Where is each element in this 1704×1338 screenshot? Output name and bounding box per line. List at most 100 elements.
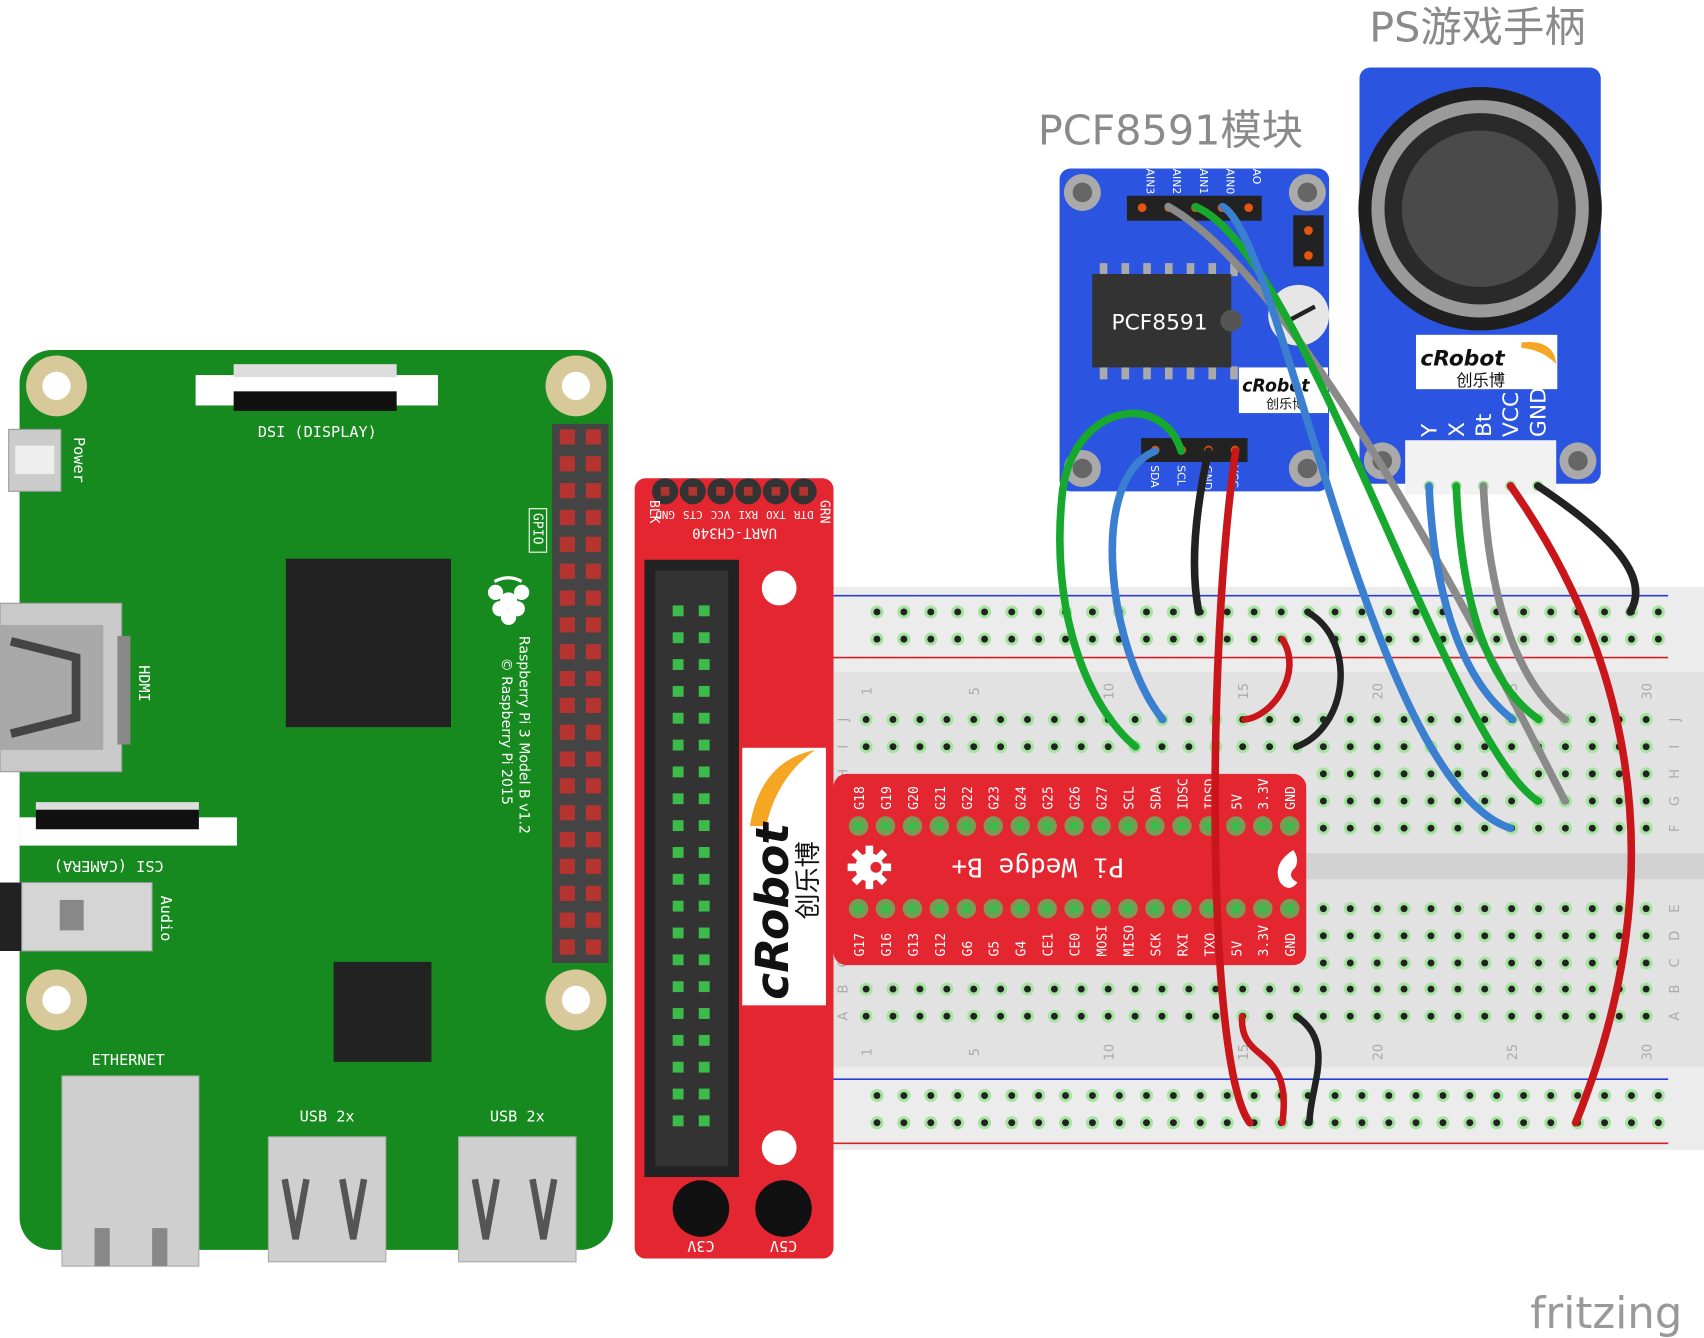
power-rail-hole-center bbox=[1574, 635, 1582, 643]
cobbler-pin bbox=[698, 1061, 710, 1073]
power-rail-hole-center bbox=[900, 608, 908, 616]
breadboard-hole-center bbox=[1588, 959, 1596, 967]
wire-ain1-green bbox=[1191, 202, 1542, 805]
row-letter: H bbox=[1668, 769, 1683, 779]
breadboard-hole-center bbox=[997, 1012, 1005, 1020]
wedge-bottom-pin-label: SCK bbox=[1149, 933, 1164, 957]
row-letter: J bbox=[1668, 718, 1683, 723]
joystick-logo: cRobot 创乐博 bbox=[1416, 334, 1558, 390]
breadboard-hole-center bbox=[1212, 1012, 1220, 1020]
wedge-pin-pad bbox=[961, 821, 971, 831]
power-rail-hole-center bbox=[1250, 635, 1258, 643]
power-rail-hole-center bbox=[1331, 608, 1339, 616]
wedge-bottom-pin-label: G12 bbox=[934, 933, 949, 957]
breadboard-hole-center bbox=[1508, 1012, 1516, 1020]
breadboard-hole-center bbox=[1024, 1012, 1031, 1020]
wedge-bottom-pin-label: CE0 bbox=[1069, 933, 1084, 957]
breadboard-hole-center bbox=[1535, 959, 1543, 967]
breadboard-hole-center bbox=[1481, 716, 1489, 724]
breadboard-hole-center bbox=[1373, 743, 1381, 751]
wedge-pin-pad bbox=[1177, 904, 1187, 913]
joystick-knob bbox=[1358, 87, 1602, 331]
wedge-top-pin-label: G20 bbox=[907, 786, 922, 810]
breadboard-hole-center bbox=[1642, 770, 1650, 778]
wedge-bottom-pin-label: GND bbox=[1284, 933, 1299, 957]
pcf-bottom-pin-label: SCL bbox=[1174, 465, 1187, 486]
breadboard-hole-center bbox=[1373, 905, 1381, 913]
power-rail-hole-center bbox=[1169, 608, 1177, 616]
wire-scl-green bbox=[1056, 409, 1186, 751]
joystick-logo-text: cRobot bbox=[1420, 346, 1506, 371]
breadboard-hole-center bbox=[1346, 824, 1354, 832]
power-rail-hole-center bbox=[954, 1092, 962, 1100]
power-rail-hole-center bbox=[1143, 1092, 1150, 1100]
wedge-pin-pad bbox=[988, 904, 998, 913]
cobbler-pin bbox=[672, 927, 684, 939]
cobbler-pin bbox=[672, 847, 684, 858]
breadboard-hole-center bbox=[1373, 797, 1381, 805]
raspberry-logo-icon bbox=[487, 576, 530, 625]
wedge-pin-pad bbox=[1096, 904, 1106, 913]
gpio-pin bbox=[585, 858, 601, 875]
breadboard-hole-center bbox=[1642, 905, 1650, 913]
cobbler-pin bbox=[698, 659, 710, 670]
gpio-pin bbox=[585, 509, 601, 526]
breadboard-hole-center bbox=[1454, 959, 1462, 967]
gpio-pin bbox=[559, 858, 575, 875]
breadboard-hole-center bbox=[1292, 985, 1300, 993]
power-rail-hole-center bbox=[873, 1092, 881, 1100]
breadboard-hole-center bbox=[1427, 824, 1435, 832]
power-rail-hole-center bbox=[1035, 1092, 1043, 1100]
gpio-pin bbox=[559, 670, 575, 687]
breadboard-hole-center bbox=[1319, 770, 1327, 778]
power-rail-hole-center bbox=[927, 635, 935, 643]
joystick-pin-label: Y bbox=[1418, 423, 1443, 438]
power-rail-hole-center bbox=[1143, 1119, 1150, 1127]
breadboard-hole-center bbox=[916, 985, 924, 993]
breadboard-hole-center bbox=[1454, 905, 1462, 913]
cobbler-pin bbox=[672, 954, 684, 966]
power-rail-hole-center bbox=[1035, 608, 1043, 616]
breadboard-hole-center bbox=[1185, 1012, 1193, 1020]
chip-leg bbox=[1121, 366, 1130, 380]
cobbler-pin bbox=[698, 900, 710, 912]
breadboard-hole-center bbox=[1508, 985, 1516, 993]
gpio-label-box: GPIO bbox=[528, 508, 548, 553]
gpio-pin bbox=[559, 697, 575, 714]
gpio-pin bbox=[585, 670, 601, 687]
breadboard-hole-center bbox=[1535, 932, 1543, 940]
wedge-bottom-pin-label: G13 bbox=[907, 933, 922, 957]
row-letter: A bbox=[1668, 1012, 1683, 1021]
cobbler-pin bbox=[698, 1008, 710, 1019]
wedge-pin-pad bbox=[1177, 821, 1187, 831]
csi-connector bbox=[19, 802, 237, 846]
wedge-bottom-pin-label: CE1 bbox=[1042, 933, 1057, 957]
uart-title: UART-CH340 bbox=[692, 524, 777, 540]
wire-joy-y-blue bbox=[1425, 482, 1517, 724]
column-number: 30 bbox=[1641, 1044, 1656, 1061]
gpio-pin bbox=[585, 536, 601, 552]
column-number: 20 bbox=[1372, 683, 1387, 700]
breadboard-hole-center bbox=[1346, 716, 1354, 724]
wedge-bottom-pin-label: G5 bbox=[988, 941, 1003, 957]
cobbler-pin bbox=[672, 1008, 684, 1019]
gpio-pin bbox=[585, 483, 601, 499]
uart-pin-pad bbox=[771, 486, 781, 496]
gpio-pin bbox=[585, 885, 601, 901]
power-rail-hole-center bbox=[1277, 608, 1285, 616]
power-rail-hole-center bbox=[1601, 608, 1609, 616]
cobbler-pins bbox=[672, 605, 710, 1127]
uart-pin-pad bbox=[799, 486, 808, 496]
breadboard-hole-center bbox=[1615, 797, 1623, 805]
breadboard-hole-center bbox=[1346, 959, 1354, 967]
breadboard-hole-center bbox=[1024, 716, 1031, 724]
wedge-bottom-pin-label: G6 bbox=[961, 941, 976, 957]
power-rail-hole-center bbox=[1385, 635, 1393, 643]
cobbler-pin bbox=[698, 847, 710, 858]
chip-leg bbox=[1230, 263, 1238, 277]
breadboard-hole-center bbox=[1158, 1012, 1166, 1020]
gpio-pin bbox=[559, 456, 575, 472]
column-number: 20 bbox=[1372, 1044, 1387, 1061]
breadboard-hole-center bbox=[1185, 716, 1193, 724]
wedge-pin-pad bbox=[1285, 821, 1295, 831]
